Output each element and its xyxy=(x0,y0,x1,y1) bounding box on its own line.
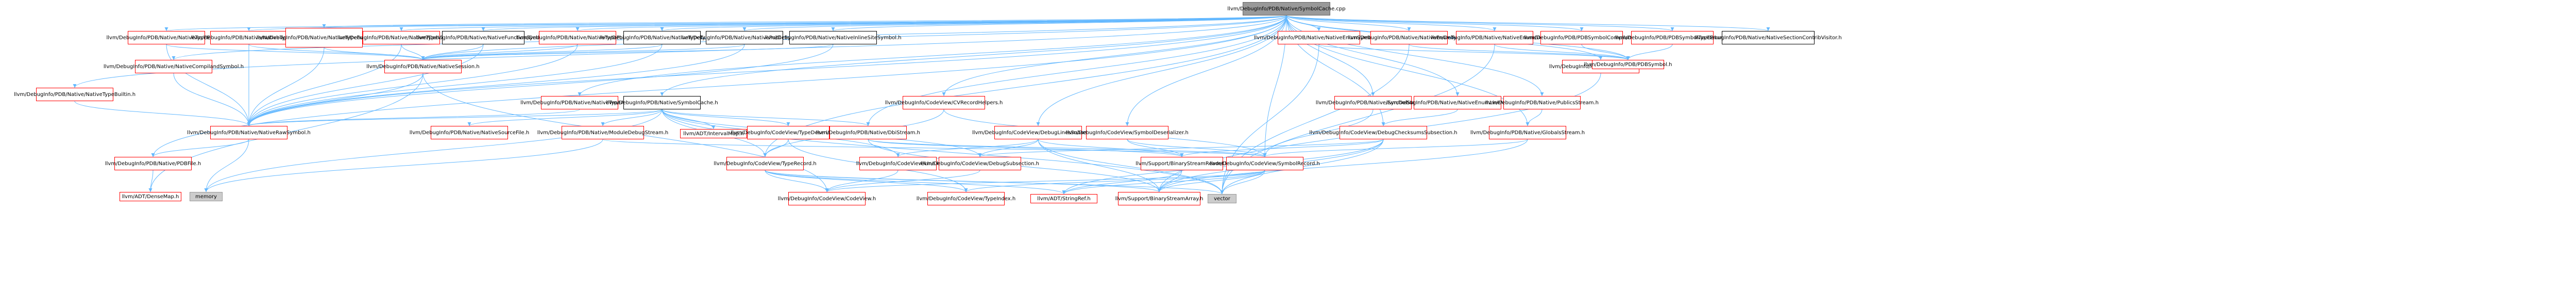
edge-n_symcache-to-n_dbistream xyxy=(662,109,868,126)
edge-root-to-n_enumlinenums xyxy=(1286,15,1458,96)
node-globals-stream[interactable]: llvm/DebugInfo/PDB/Native/GlobalsStream.… xyxy=(1489,126,1566,139)
node-pdb-file[interactable]: llvm/DebugInfo/PDB/Native/PDBFile.h xyxy=(114,157,192,170)
edge-n_globalsstream-to-n_symrecord xyxy=(1265,139,1528,157)
node-codeview[interactable]: llvm/DebugInfo/CodeView/CodeView.h xyxy=(788,192,866,205)
node-publics-stream[interactable]: llvm/DebugInfo/PDB/Native/PublicsStream.… xyxy=(1503,96,1581,109)
node-native-type-builtin[interactable]: llvm/DebugInfo/PDB/Native/NativeTypeBuil… xyxy=(36,88,113,101)
node-memory: memory xyxy=(190,192,223,201)
edge-n_dbgchecksums-to-n_dbgsubsection xyxy=(980,139,1383,157)
edge-n_publicsym-to-n_session xyxy=(423,44,744,60)
node-native-session[interactable]: llvm/DebugInfo/PDB/Native/NativeSession.… xyxy=(384,60,462,73)
edge-root-to-n_typeudt xyxy=(249,15,1286,31)
edge-n_enumsyms-to-n_vector xyxy=(1222,44,1319,194)
node-vector: vector xyxy=(1208,194,1236,203)
node-native-source-file[interactable]: llvm/DebugInfo/PDB/Native/NativeSourceFi… xyxy=(431,126,508,139)
node-symbol-deserializer[interactable]: llvm/DebugInfo/CodeView/SymbolDeserializ… xyxy=(1086,126,1168,139)
node-debug-subsection[interactable]: llvm/DebugInfo/CodeView/DebugSubsection.… xyxy=(939,157,1021,170)
edge-n_symrecord-to-n_typeindex xyxy=(966,170,1265,192)
edge-n_publicsstream-to-n_globalsstream xyxy=(1528,109,1542,126)
edge-n_compiland-to-n_rawsym xyxy=(174,73,249,126)
node-root: llvm/DebugInfo/PDB/Native/SymbolCache.cp… xyxy=(1243,2,1330,15)
edge-n_typedeser-to-n_typerecord xyxy=(765,139,788,157)
node-binary-stream-array[interactable]: llvm/Support/BinaryStreamArray.h xyxy=(1118,192,1200,205)
node-pdb-symbol[interactable]: llvm/DebugInfo/PDB/PDBSymbol.h xyxy=(1592,60,1664,69)
node-string-ref[interactable]: llvm/ADT/StringRef.h xyxy=(1030,194,1097,203)
node-native-function-symbol[interactable]: llvm/DebugInfo/PDB/Native/NativeFunction… xyxy=(442,31,524,44)
edge-n_enumsyms-to-n_pdbsymbol xyxy=(1319,44,1628,60)
node-native-enum-globals[interactable]: llvm/DebugInfo/PDB/Native/NativeEnumGlob… xyxy=(1456,31,1533,44)
edge-n_typefunc-to-n_rawsym xyxy=(249,47,324,126)
edge-root-to-n_publicsstream xyxy=(1286,15,1542,96)
edge-n_pdbtypeenum-to-n_pdbsymbol xyxy=(1628,44,1672,60)
node-type-index[interactable]: llvm/DebugInfo/CodeView/TypeIndex.h xyxy=(927,192,1005,205)
node-debug-checksums-subsection[interactable]: llvm/DebugInfo/CodeView/DebugChecksumsSu… xyxy=(1340,126,1427,139)
edge-n_enumtypes-to-n_pdbsymbol xyxy=(1409,44,1628,60)
node-native-section-contrib-visitor[interactable]: llvm/DebugInfo/PDB/Native/NativeSectionC… xyxy=(1722,31,1815,44)
edge-n_typerecord-to-n_stringref xyxy=(765,170,1064,194)
edge-n_modstream-to-n_symrecord xyxy=(603,139,1265,157)
edge-n_publicsym-to-n_rawsym xyxy=(249,44,744,126)
node-symbol-record[interactable]: llvm/DebugInfo/CodeView/SymbolRecord.h xyxy=(1226,157,1303,170)
edge-n_symcache-to-n_memory xyxy=(206,109,662,192)
edge-n_symcache-to-n_intervalmap xyxy=(662,109,714,129)
edge-n_symcache-to-n_modstream xyxy=(603,109,662,126)
node-native-inline-site-symbol[interactable]: llvm/DebugInfo/PDB/Native/NativeInlineSi… xyxy=(789,31,877,44)
edge-n_typeenum-to-n_rawsym xyxy=(166,44,249,126)
node-type-record[interactable]: llvm/DebugInfo/CodeView/TypeRecord.h xyxy=(726,157,804,170)
edge-root-to-n_sectioncontrib xyxy=(1286,15,1768,31)
node-dense-map[interactable]: llvm/ADT/DenseMap.h xyxy=(120,192,181,201)
edge-n_symcache-to-n_rawsym xyxy=(249,109,662,126)
node-native-compiland-symbol[interactable]: llvm/DebugInfo/PDB/Native/NativeCompilan… xyxy=(135,60,212,73)
node-module-debug-stream[interactable]: llvm/DebugInfo/PDB/Native/ModuleDebugStr… xyxy=(562,126,644,139)
node-pdb-symbol-compiland[interactable]: llvm/DebugInfo/PDB/PDBSymbolCompiland.h xyxy=(1540,31,1623,44)
node-symbol-cache-header[interactable]: llvm/DebugInfo/PDB/Native/SymbolCache.h xyxy=(623,96,701,109)
node-dbi-stream[interactable]: llvm/DebugInfo/PDB/Native/DbiStream.h xyxy=(829,126,907,139)
edge-n_modstream-to-n_memory xyxy=(206,139,603,192)
node-cv-record-helpers[interactable]: llvm/DebugInfo/CodeView/CVRecordHelpers.… xyxy=(903,96,985,109)
edge-n_typevt-to-n_rawsym xyxy=(249,44,401,126)
edge-n_typebuiltin-to-n_rawsym xyxy=(75,101,249,126)
node-native-raw-symbol[interactable]: llvm/DebugInfo/PDB/Native/NativeRawSymbo… xyxy=(210,126,287,139)
edge-n_typerecord-to-n_vector xyxy=(765,170,1222,194)
